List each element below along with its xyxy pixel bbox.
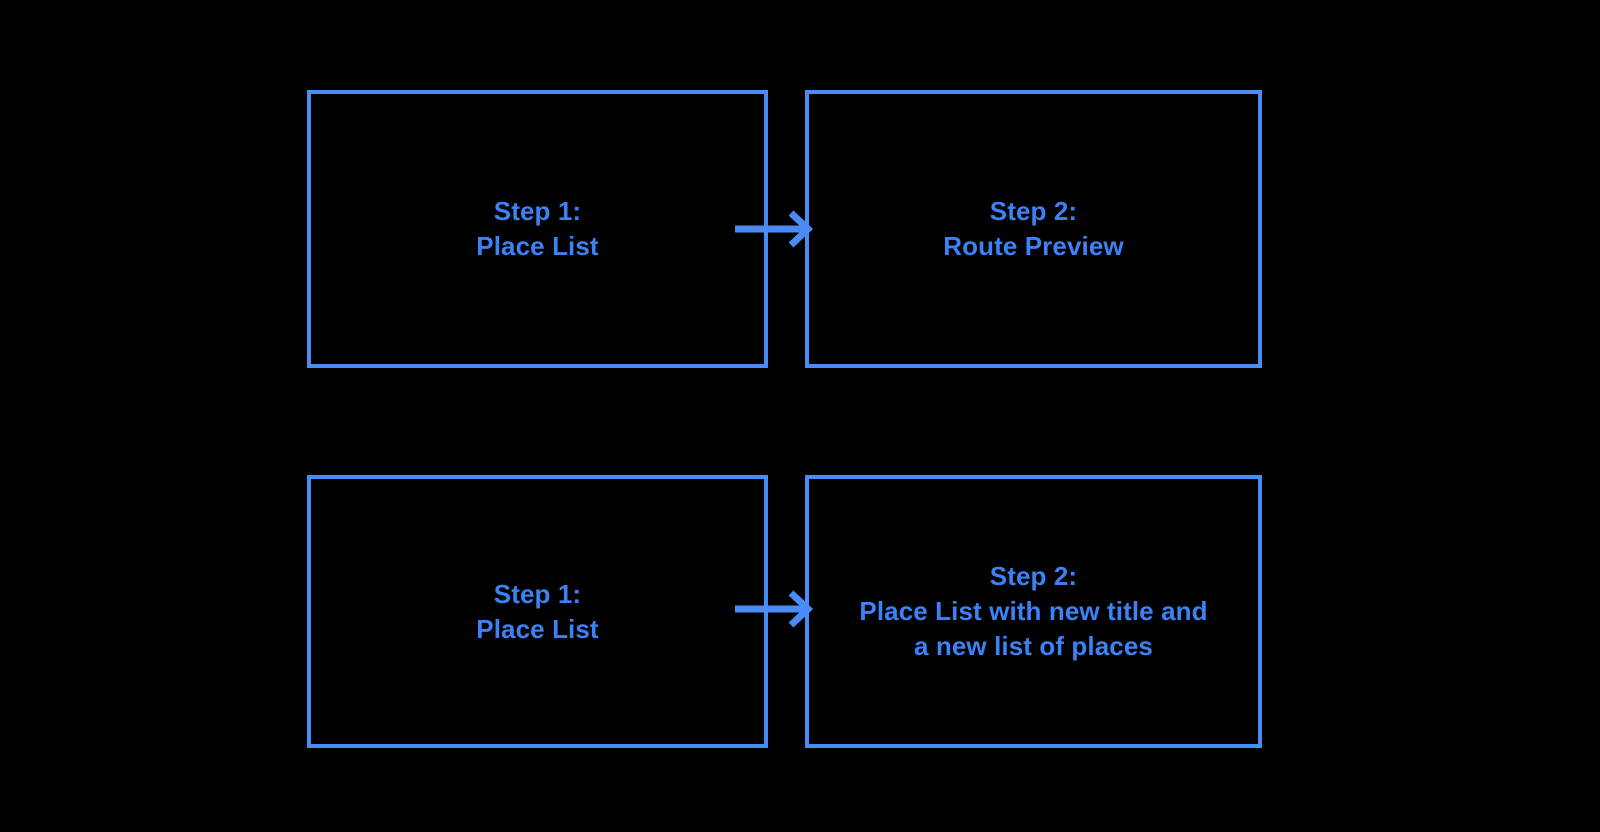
flow-box-label: Step 1: Place List: [476, 578, 599, 644]
flow-box-label: Step 2: Route Preview: [943, 196, 1124, 261]
flow-box-step1-place-list-row2[interactable]: Step 1: Place List: [307, 475, 768, 748]
flow-box-step2-place-list-updated[interactable]: Step 2: Place List with new title and a …: [805, 475, 1262, 748]
flow-box-step1-place-list-row1[interactable]: Step 1: Place List: [307, 90, 768, 368]
flow-box-label: Step 1: Place List: [476, 196, 599, 261]
flow-box-step2-route-preview[interactable]: Step 2: Route Preview: [805, 90, 1262, 368]
flow-box-label: Step 2: Place List with new title and a …: [859, 561, 1208, 661]
